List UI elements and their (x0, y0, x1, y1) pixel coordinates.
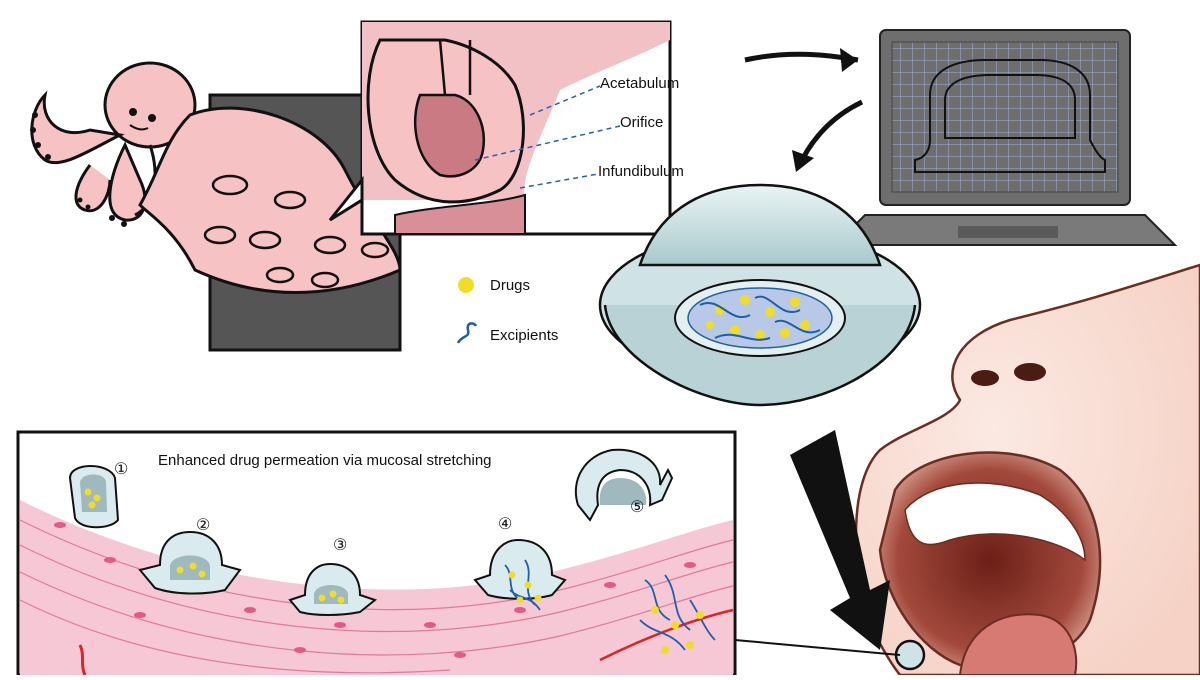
face-icon (854, 263, 1200, 677)
suction-device-icon (598, 183, 922, 407)
arrow-icon (790, 430, 890, 650)
octopus-icon (30, 61, 197, 227)
legend-excipients-label: Excipients (490, 327, 558, 344)
label-infundibulum: Infundibulum (598, 163, 684, 180)
laptop-icon (832, 29, 1178, 246)
step-1-label: ① (114, 459, 128, 478)
arrow-icon (799, 99, 864, 162)
applied-device-icon (894, 639, 926, 671)
zoom-connector (734, 639, 901, 656)
legend-drugs-label: Drugs (490, 277, 530, 294)
step-2-label: ② (196, 515, 210, 534)
label-acetabulum: Acetabulum (600, 75, 679, 92)
tentacle-zoom (138, 93, 402, 352)
step-3-label: ③ (333, 535, 347, 554)
drug-dot-icon (458, 277, 474, 293)
label-orifice: Orifice (620, 114, 663, 131)
excipient-strand-icon (456, 322, 478, 344)
legend: Drugs Excipients (456, 277, 558, 344)
step-5-label: ⑤ (630, 497, 644, 516)
zoom-pointer (328, 175, 364, 222)
step-4-label: ④ (498, 514, 512, 533)
suction-cup-section: Acetabulum Orifice Infundibulum (360, 20, 684, 236)
panel-title: Enhanced drug permeation via mucosal str… (158, 452, 492, 469)
permeation-panel: Enhanced drug permeation via mucosal str… (16, 430, 737, 677)
